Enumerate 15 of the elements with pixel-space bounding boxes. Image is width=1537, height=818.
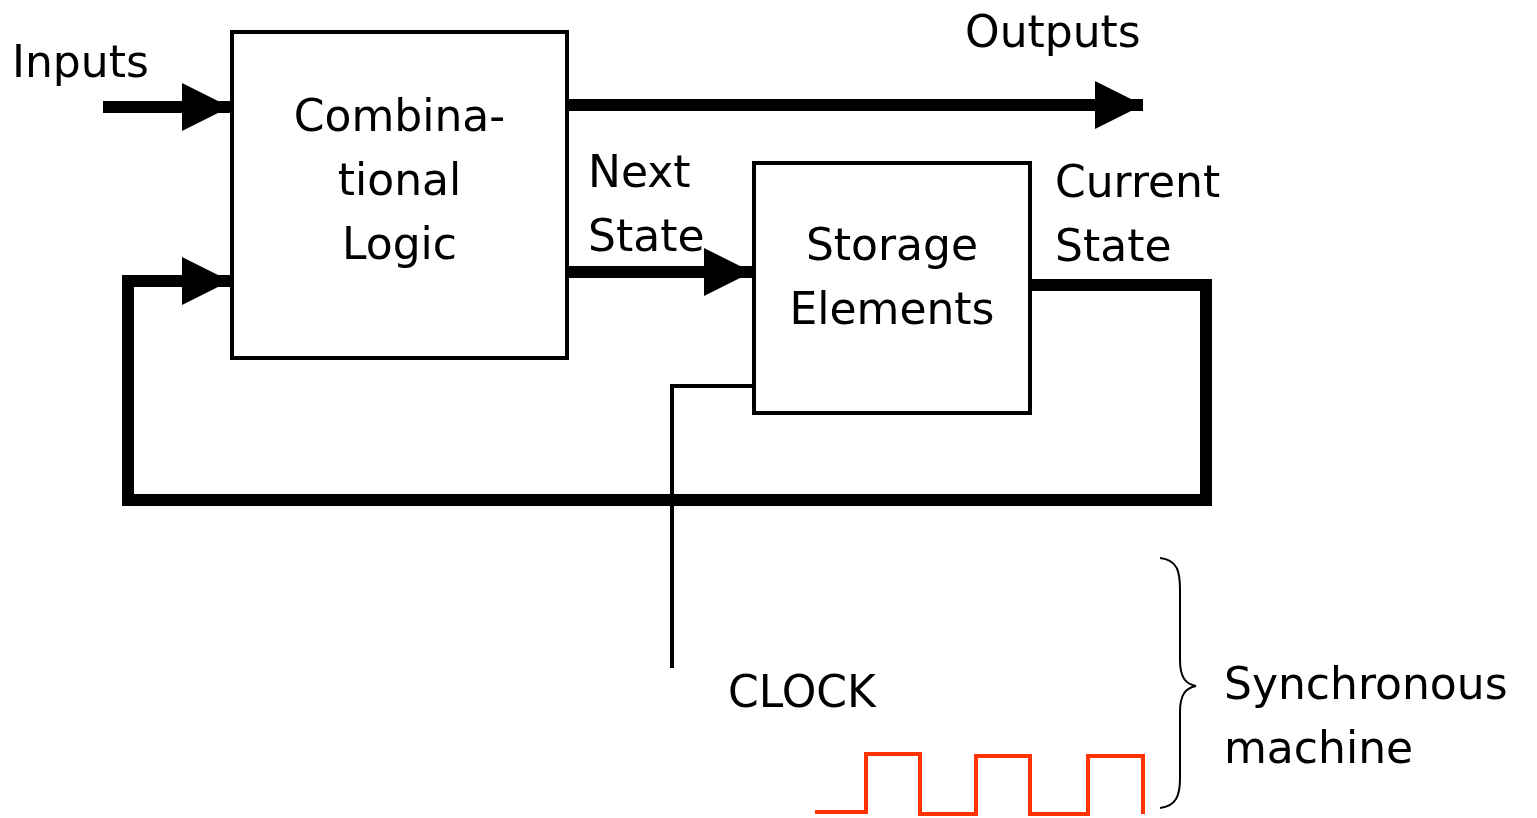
connector-line [670,384,752,668]
arrow [569,248,752,296]
block-label: Storage Elements [788,218,996,336]
arrow [122,257,1212,506]
edge-label: Outputs [965,5,1142,59]
edge-label: Inputs [12,35,150,89]
arrow [569,81,1143,129]
signal-label: CLOCK [728,665,878,719]
annotation-text: Synchronous machine [1224,657,1509,775]
edge-label: Next State [588,145,706,263]
block-label: Combina- tional Logic [292,89,507,271]
arrow [103,83,230,131]
storage-block [752,161,1032,415]
logic-block [230,30,569,360]
edge-label: Current State [1055,155,1222,273]
